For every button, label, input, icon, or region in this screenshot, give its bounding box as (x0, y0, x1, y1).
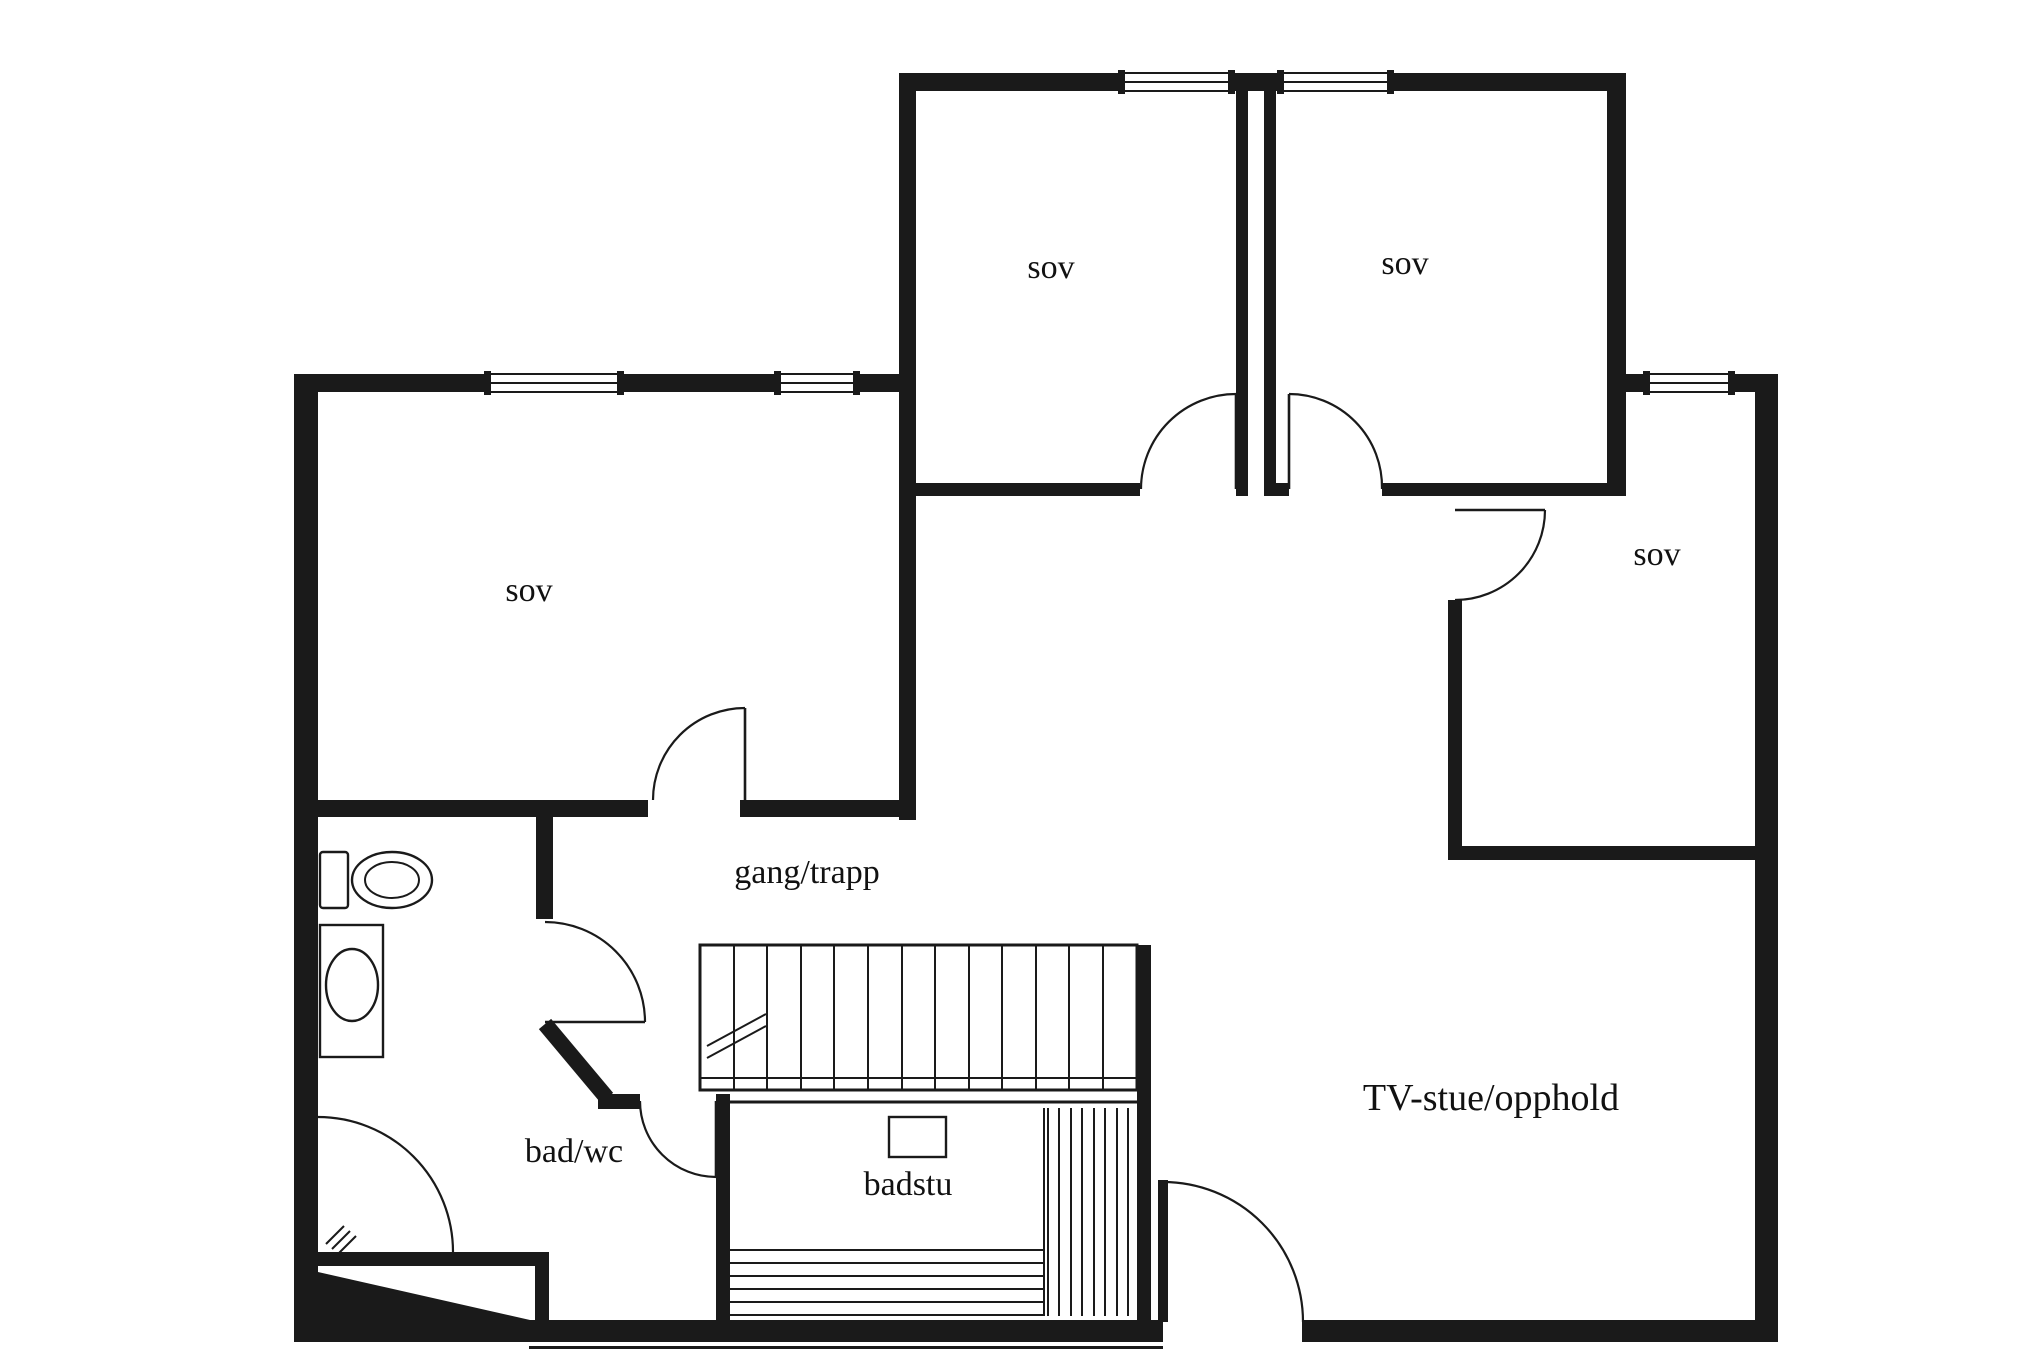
window-icon (774, 371, 860, 395)
sink-icon (318, 923, 385, 1059)
windows (484, 70, 1735, 395)
stair-break-mark (706, 1013, 767, 1047)
room-label-living: TV-stue/opphold (1363, 1077, 1619, 1119)
threshold-line (529, 1346, 1163, 1349)
door-bedroom-right (1454, 508, 1547, 602)
interior-walls (294, 73, 1759, 1342)
door-bedroom-top-left (1139, 392, 1238, 490)
filled-corner-triangle (318, 1272, 530, 1320)
door-living-entrance (1158, 1180, 1305, 1323)
door-bathroom (544, 920, 647, 1024)
room-label-sauna: badstu (864, 1166, 953, 1203)
top-walls (294, 73, 1778, 392)
sauna-heater (887, 1115, 948, 1159)
doors (544, 392, 1547, 1323)
room-label-hallway: gang/trapp (734, 854, 879, 891)
outer-walls (294, 374, 1778, 1349)
toilet-icon (318, 850, 434, 910)
window-icon (1118, 70, 1235, 94)
shower-icon (317, 1115, 455, 1255)
bathroom-diagonal-wall (538, 1018, 614, 1104)
stair-break-mark (706, 1025, 767, 1059)
window-icon (1277, 70, 1394, 94)
room-labels: sov sov sov sov gang/trapp bad/wc badstu… (505, 245, 1680, 1203)
window-icon (484, 371, 624, 395)
room-label-bedroom-right: sov (1633, 536, 1680, 573)
room-label-bedroom-left: sov (505, 572, 552, 609)
room-label-bathroom: bad/wc (525, 1133, 623, 1170)
staircase (698, 943, 1139, 1092)
room-label-bedroom-top-right: sov (1381, 245, 1428, 282)
window-icon (1643, 371, 1735, 395)
door-bedroom-top-right (1287, 392, 1384, 490)
door-sauna (638, 1100, 718, 1179)
sauna-benches (730, 1100, 1137, 1316)
door-bedroom-left (651, 706, 747, 801)
room-label-bedroom-top-left: sov (1027, 249, 1074, 286)
